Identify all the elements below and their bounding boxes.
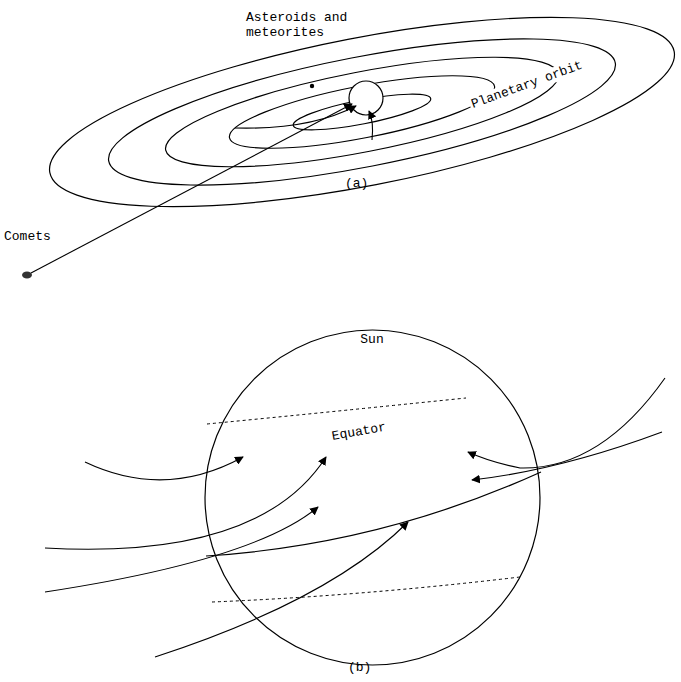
asteroid-path [235,106,356,128]
object-label: Comets [4,229,51,244]
comet-dot [22,272,32,279]
latitude-line [207,398,466,424]
sun-small [349,81,383,115]
line-label: Equator [331,420,387,444]
latitude-line [212,577,520,602]
planetary-orbits [36,0,681,245]
meteor-path [369,111,373,140]
comet-path [31,104,352,273]
infall-arrows [45,378,665,657]
asteroid-dot [310,84,314,88]
sun-circle: SunEquator [204,329,541,666]
node-title: Sun [360,332,383,347]
circle-outline [204,329,541,666]
object-label: Asteroids and meteorites [246,10,356,40]
equator-line [206,472,541,556]
orbit-label: Planetary orbit [467,57,586,112]
figure-label: (b) [348,660,371,675]
figure-label: (a) [345,176,368,191]
